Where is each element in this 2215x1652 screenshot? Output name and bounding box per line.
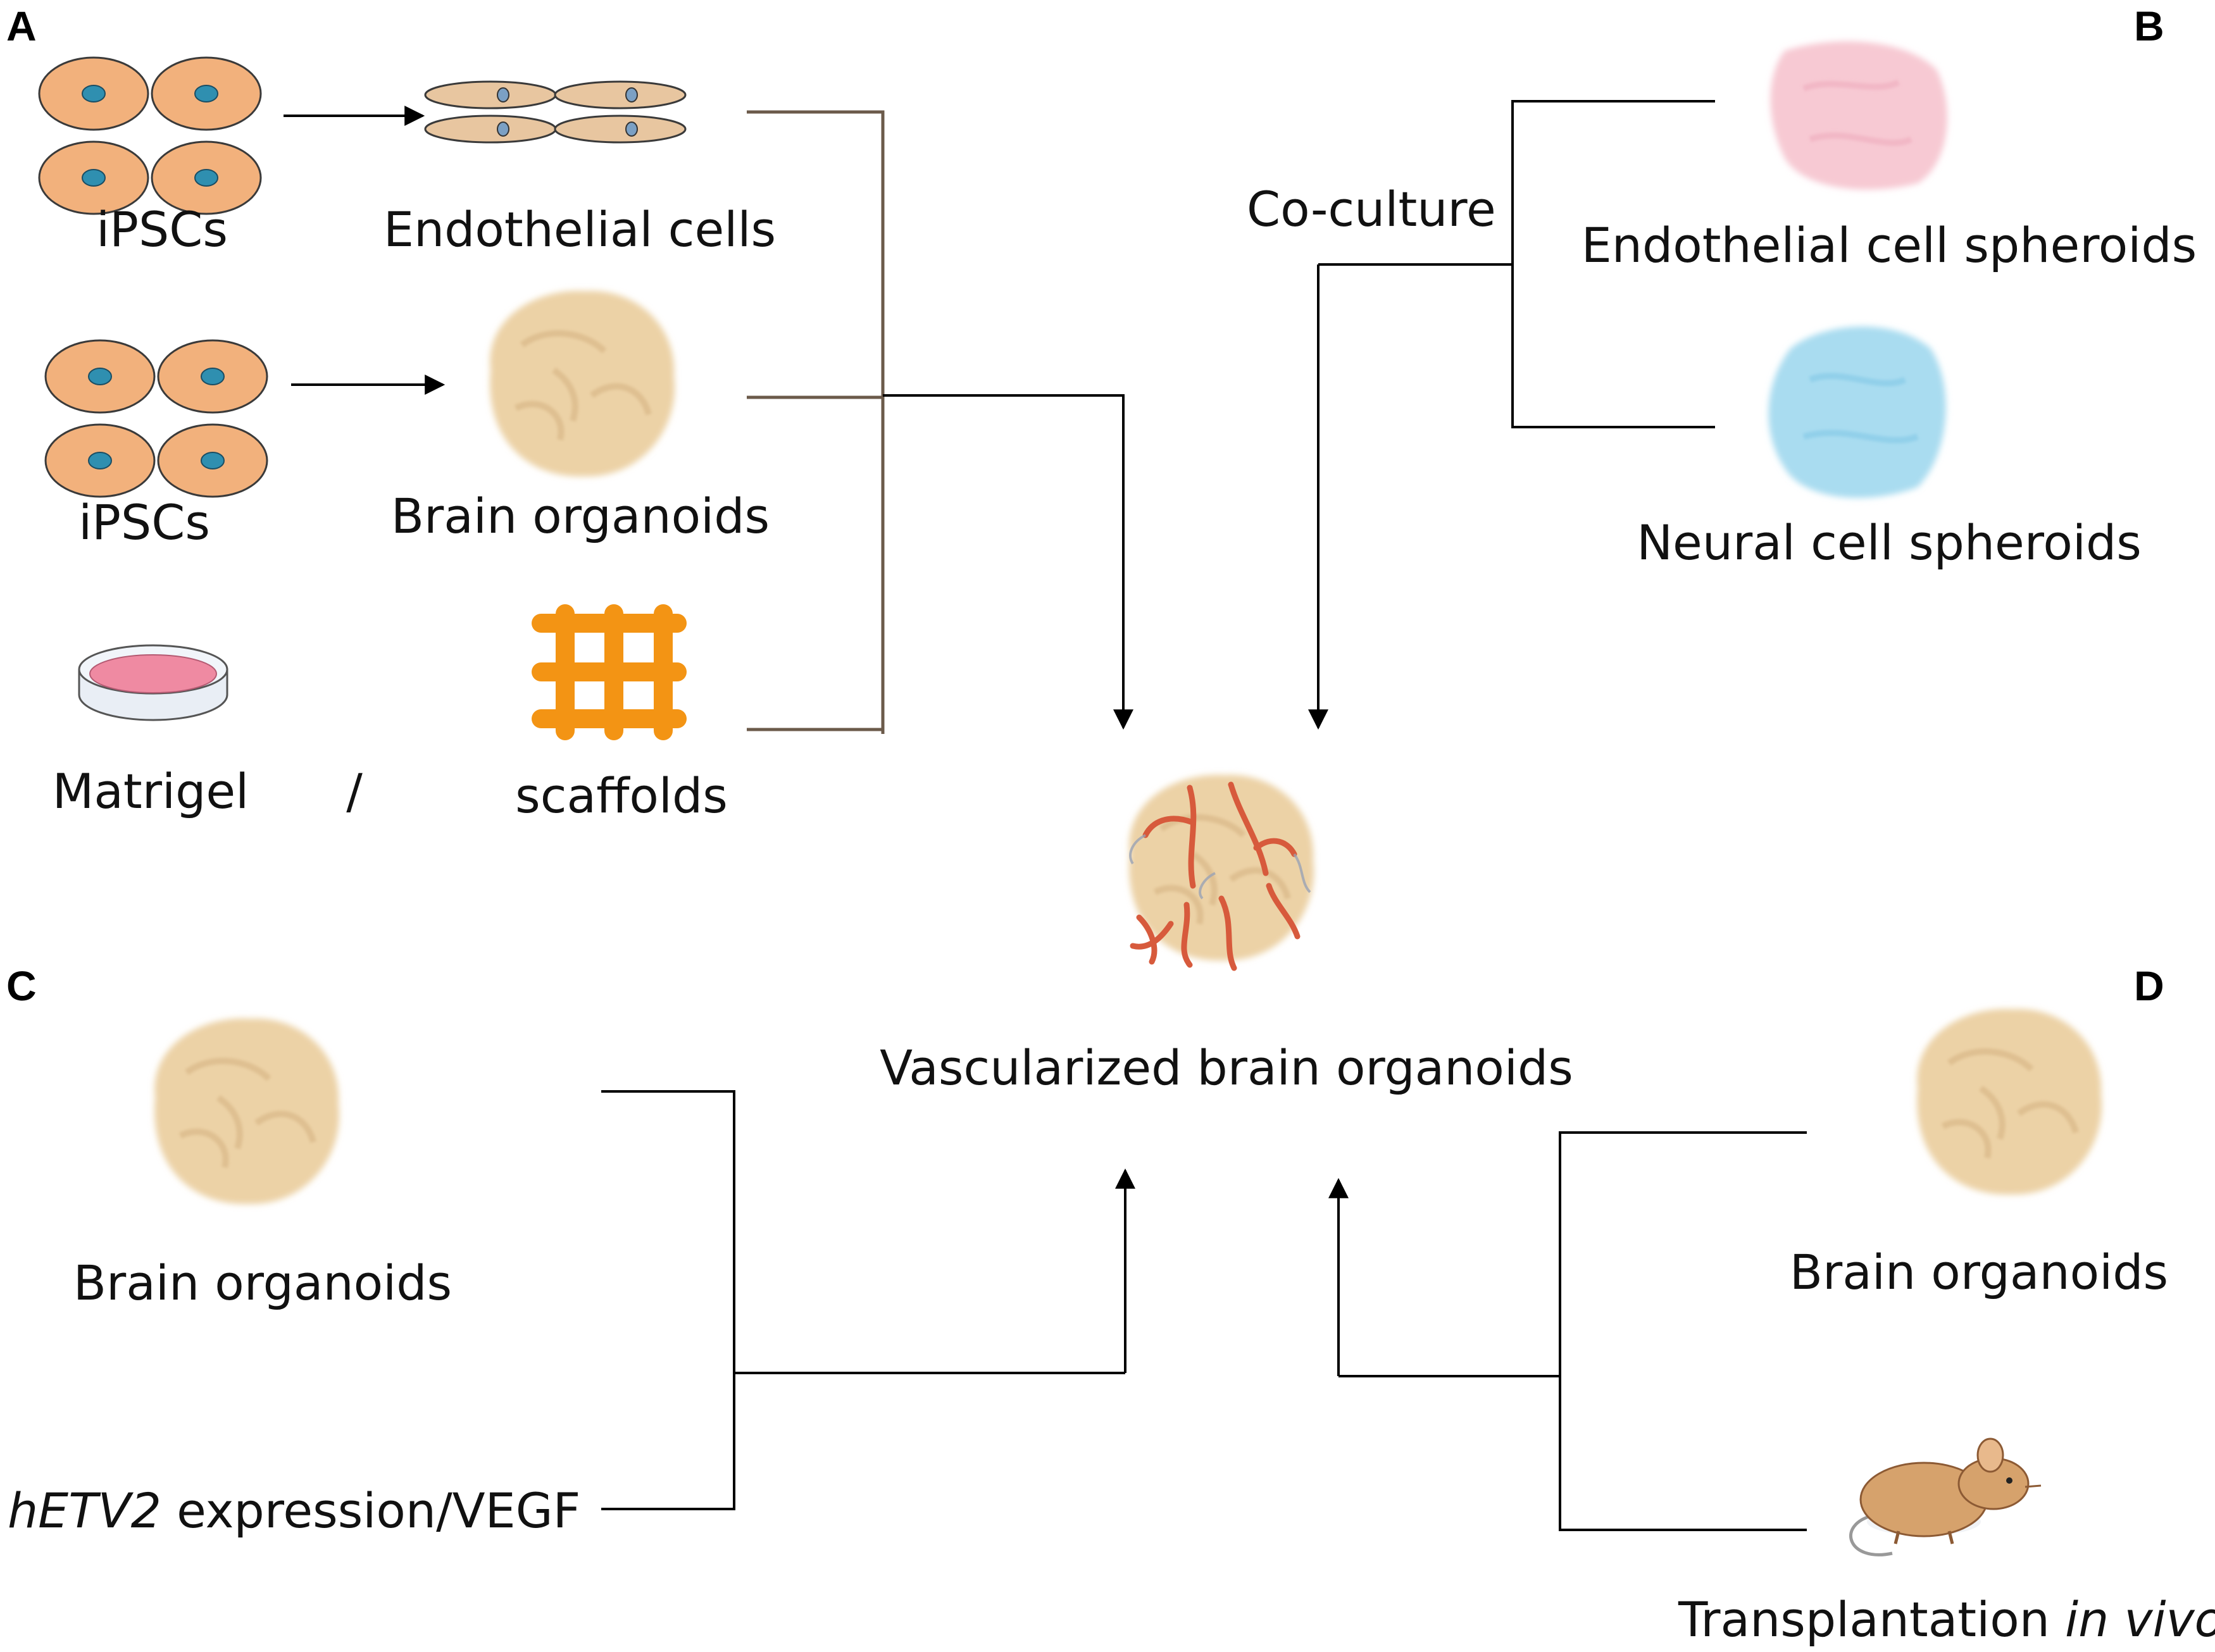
label-hetv2-gene: hETV2 (8, 1482, 161, 1539)
label-scaffolds: scaffolds (515, 767, 728, 824)
panel-label-d: D (2134, 962, 2164, 1009)
brain-organoid-icon-c (154, 1019, 339, 1205)
brain-organoid-icon-d (1917, 1009, 2102, 1195)
label-brain-organoids-d: Brain organoids (1789, 1244, 2169, 1300)
label-ipscs-2: iPSCs (78, 494, 210, 550)
label-expression-vegf: expression/VEGF (161, 1482, 581, 1539)
mouse-icon (1849, 1438, 2042, 1556)
ipsc-cells-icon-2 (44, 339, 268, 498)
label-in-vivo: in vivo (2065, 1591, 2215, 1648)
label-ipscs-1: iPSCs (96, 201, 228, 258)
brain-organoid-icon-a (490, 291, 675, 477)
label-vascularized-brain-organoids: Vascularized brain organoids (880, 1040, 1573, 1096)
panel-b-bracket (1318, 100, 1715, 428)
label-slash: / (346, 763, 363, 819)
matrigel-dish-icon (78, 644, 228, 721)
label-brain-organoids-c: Brain organoids (73, 1255, 452, 1311)
panel-d-bracket (1338, 1131, 1807, 1531)
panel-label-c: C (6, 962, 37, 1009)
scaffold-grid-icon (532, 604, 687, 740)
label-coculture: Co-culture (1247, 181, 1496, 237)
vascularized-organoid-icon (1129, 775, 1314, 971)
panel-label-b: B (2134, 3, 2164, 49)
label-hetv2-expression: hETV2 expression/VEGF (8, 1487, 580, 1535)
label-endothelial-spheroids: Endothelial cell spheroids (1581, 217, 2197, 273)
label-matrigel: Matrigel (52, 763, 249, 819)
endothelial-spheroid-icon (1770, 41, 1947, 190)
panel-a-bracket (747, 110, 885, 734)
panel-c-bracket (601, 1090, 1125, 1510)
label-transplantation: Transplantation in vivo (1678, 1596, 2215, 1644)
label-neural-spheroids: Neural cell spheroids (1637, 514, 2142, 571)
ipsc-cells-icon-1 (38, 56, 262, 215)
label-brain-organoids-a: Brain organoids (390, 488, 770, 544)
endothelial-cells-icon (424, 80, 687, 144)
neural-spheroid-icon (1768, 326, 1946, 498)
label-endothelial-cells: Endothelial cells (383, 201, 777, 258)
label-transplantation-word: Transplantation (1678, 1591, 2066, 1648)
panel-label-a: A (6, 3, 37, 49)
arrow-a-to-center (883, 394, 1133, 730)
